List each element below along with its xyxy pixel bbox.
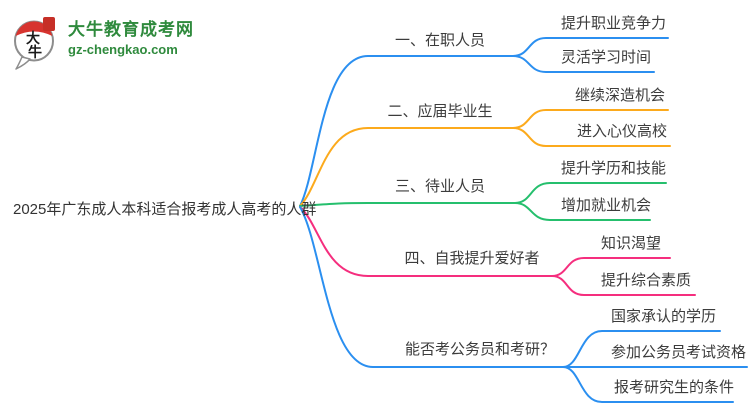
branch-1-child-1: 提升职业竞争力 bbox=[561, 15, 667, 32]
site-name: 大牛教育成考网 bbox=[68, 20, 194, 39]
branch-3-child-2: 增加就业机会 bbox=[561, 197, 652, 214]
branch-5-child-1-line bbox=[562, 330, 721, 368]
branch-5-child-3: 报考研究生的条件 bbox=[614, 379, 735, 396]
logo-text-block: 大牛教育成考网 gz-chengkao.com bbox=[68, 14, 194, 58]
branch-5-child-2: 参加公务员考试资格 bbox=[611, 344, 747, 361]
branch-2-child-2-line bbox=[512, 127, 671, 147]
site-url: gz-chengkao.com bbox=[68, 42, 178, 57]
branch-4-child-2-line bbox=[551, 275, 696, 296]
branch-3-child-2-line bbox=[514, 202, 651, 221]
logo-char-bottom: 牛 bbox=[28, 44, 42, 60]
site-logo[interactable]: 大 牛 大牛教育成考网 gz-chengkao.com bbox=[12, 14, 194, 70]
branch-2-main-line bbox=[299, 127, 514, 207]
branch-3-child-1: 提升学历和技能 bbox=[561, 160, 667, 177]
branch-4-label: 四、自我提升爱好者 bbox=[404, 250, 540, 267]
branch-3-main-line bbox=[299, 202, 516, 207]
branch-2-child-1: 继续深造机会 bbox=[575, 87, 666, 104]
branch-4-child-1-line bbox=[551, 257, 671, 277]
branch-2-child-2: 进入心仪高校 bbox=[577, 123, 668, 140]
branch-5-main-line bbox=[299, 206, 564, 368]
branch-4-main-line bbox=[299, 206, 553, 277]
branch-5-child-1: 国家承认的学历 bbox=[611, 308, 717, 325]
branch-1-label: 一、在职人员 bbox=[394, 32, 486, 49]
branch-1-main-line bbox=[299, 55, 514, 207]
branch-4-child-1: 知识渴望 bbox=[601, 235, 662, 252]
branch-1-child-1-line bbox=[512, 37, 669, 57]
branch-2-child-1-line bbox=[512, 109, 669, 129]
branch-3-child-1-line bbox=[514, 182, 667, 204]
branch-1-child-2-line bbox=[512, 55, 655, 73]
logo-bubble-icon: 大 牛 bbox=[14, 17, 55, 70]
branch-2-label: 二、应届毕业生 bbox=[387, 103, 493, 120]
branch-5-label: 能否考公务员和考研？ bbox=[404, 341, 556, 358]
branch-1-child-2: 灵活学习时间 bbox=[561, 49, 652, 66]
logo-char-top: 大 bbox=[26, 30, 40, 46]
branch-5-child-3-line bbox=[562, 366, 734, 403]
root-topic: 2025年广东成人本科适合报考成人高考的人群 bbox=[13, 201, 317, 218]
branch-4-child-2: 提升综合素质 bbox=[601, 272, 692, 289]
branch-3-label: 三、待业人员 bbox=[394, 178, 486, 195]
